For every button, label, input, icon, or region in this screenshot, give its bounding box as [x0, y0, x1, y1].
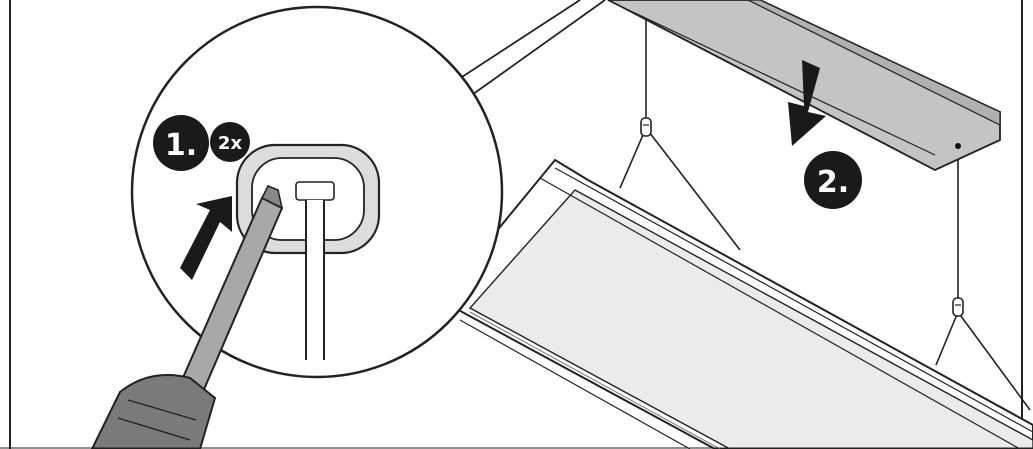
- light-panel: [438, 158, 1033, 449]
- step-1-multiplier: 2x: [218, 133, 243, 154]
- step-1-multiplier-badge: 2x: [210, 122, 250, 162]
- suspension-wires: [619, 0, 1031, 411]
- screwdriver-icon: [90, 184, 284, 449]
- step-1-label: 1.: [165, 128, 197, 163]
- wire-gripper-right: [952, 297, 964, 317]
- callout-leader: [444, 0, 606, 103]
- step-1-badge: 1.: [153, 115, 209, 171]
- step-2-label: 2.: [817, 165, 849, 200]
- push-arrow-icon: [180, 196, 232, 280]
- down-arrow-icon: [788, 60, 826, 146]
- wire-gripper-left: [640, 117, 652, 137]
- step-2-badge: 2.: [804, 151, 862, 209]
